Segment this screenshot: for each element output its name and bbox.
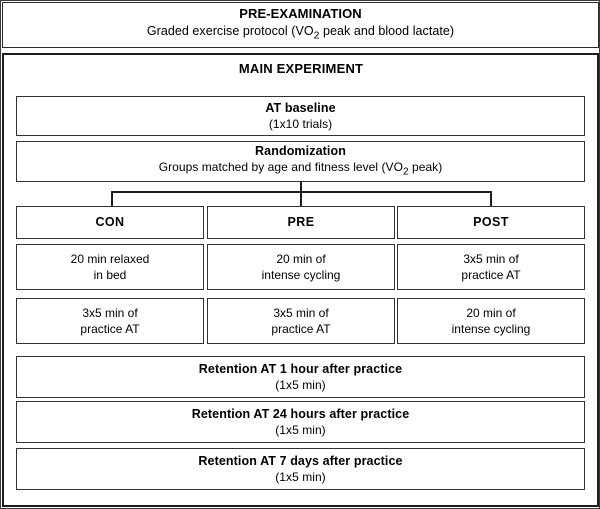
group-post-step-2-line-2: intense cycling xyxy=(451,322,531,336)
group-con-step-1-line-2: in bed xyxy=(93,268,127,282)
group-post-step-1-line-2: practice AT xyxy=(461,268,521,282)
group-post-step-2: 20 min of intense cycling xyxy=(397,298,585,344)
group-post-step-1: 3x5 min of practice AT xyxy=(397,244,585,290)
connector-stem xyxy=(300,182,302,193)
group-pre-step-2: 3x5 min of practice AT xyxy=(207,298,395,344)
group-header-post: POST xyxy=(397,206,585,239)
retention-7-days-box: Retention AT 7 days after practice (1x5 … xyxy=(16,448,585,490)
at-baseline-box: AT baseline (1x10 trials) xyxy=(16,96,585,136)
group-con-step-1-line-1: 20 min relaxed xyxy=(70,251,150,266)
randomization-subscript: 2 xyxy=(403,166,409,178)
randomization-subtitle: Groups matched by age and fitness level … xyxy=(159,160,443,179)
group-con-step-1: 20 min relaxed in bed xyxy=(16,244,204,290)
retention-24-hours-title: Retention AT 24 hours after practice xyxy=(191,406,410,421)
randomization-subtitle-before: Groups matched by age and fitness level … xyxy=(158,160,403,175)
retention-7-days-title: Retention AT 7 days after practice xyxy=(198,453,403,468)
pre-examination-subscript: 2 xyxy=(313,30,320,42)
connector-drop-pre xyxy=(300,191,302,206)
randomization-subtitle-after: peak) xyxy=(408,160,443,175)
at-baseline-title: AT baseline xyxy=(265,100,336,115)
pre-examination-subtitle-after: peak and blood lactate) xyxy=(319,24,455,39)
group-post-step-2-line-1: 20 min of xyxy=(466,305,516,320)
pre-examination-box: PRE-EXAMINATION Graded exercise protocol… xyxy=(2,2,599,48)
randomization-title: Randomization xyxy=(255,144,346,159)
at-baseline-subtitle: (1x10 trials) xyxy=(268,116,333,131)
group-pre-step-2-line-1: 3x5 min of xyxy=(273,305,329,320)
group-header-post-label: POST xyxy=(473,214,509,229)
retention-7-days-subtitle: (1x5 min) xyxy=(275,469,326,484)
retention-1-hour-box: Retention AT 1 hour after practice (1x5 … xyxy=(16,356,585,398)
group-header-con-label: CON xyxy=(95,214,125,229)
group-pre-step-1-line-1: 20 min of xyxy=(276,251,326,266)
retention-24-hours-subtitle: (1x5 min) xyxy=(275,422,326,437)
group-pre-step-1: 20 min of intense cycling xyxy=(207,244,395,290)
pre-examination-subtitle-before: Graded exercise protocol (VO xyxy=(146,24,314,39)
retention-1-hour-subtitle: (1x5 min) xyxy=(275,377,326,392)
group-header-con: CON xyxy=(16,206,204,239)
connector-drop-post xyxy=(490,191,492,206)
group-pre-step-1-line-2: intense cycling xyxy=(261,268,341,282)
connector-drop-con xyxy=(111,191,113,206)
randomization-box: Randomization Groups matched by age and … xyxy=(16,141,585,182)
group-header-pre-label: PRE xyxy=(287,214,315,229)
group-header-pre: PRE xyxy=(207,206,395,239)
group-con-step-2-line-1: 3x5 min of xyxy=(82,305,138,320)
group-con-step-2-line-2: practice AT xyxy=(80,322,140,336)
retention-1-hour-title: Retention AT 1 hour after practice xyxy=(198,361,403,376)
pre-examination-subtitle: Graded exercise protocol (VO2 peak and b… xyxy=(147,24,454,43)
group-post-step-1-line-1: 3x5 min of xyxy=(463,251,519,266)
pre-examination-title: PRE-EXAMINATION xyxy=(239,6,362,22)
group-con-step-2: 3x5 min of practice AT xyxy=(16,298,204,344)
main-experiment-heading: MAIN EXPERIMENT xyxy=(238,61,364,76)
group-pre-step-2-line-2: practice AT xyxy=(271,322,331,336)
retention-24-hours-box: Retention AT 24 hours after practice (1x… xyxy=(16,401,585,443)
